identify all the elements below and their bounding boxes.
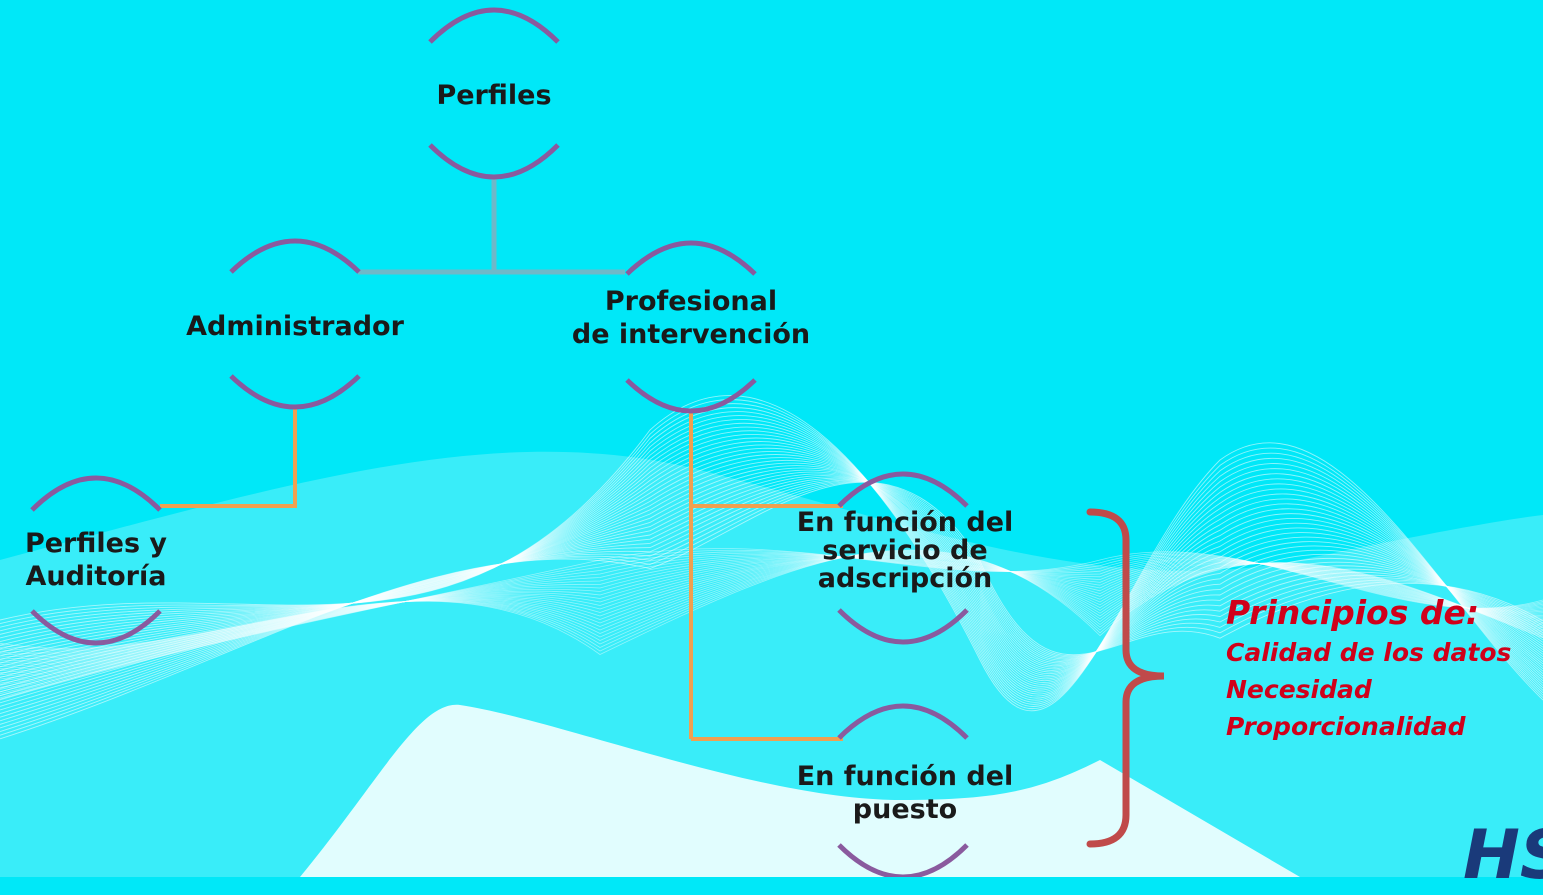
puesto-line2: puesto [852, 794, 958, 825]
principle-item: Calidad de los datos [1226, 638, 1512, 667]
perfiles-text: Perfiles [436, 80, 552, 111]
profesional-line1: Profesional [604, 286, 778, 317]
node-perfiles-arcs [428, 7, 560, 180]
hs-logo: HS [1463, 816, 1543, 895]
node-servicio-arcs [837, 471, 969, 645]
connector-admin-to-auditoria [160, 408, 297, 508]
hierarchy-diagram [30, 7, 1165, 877]
node-servicio-label: En función del servicio de adscripción [755, 509, 1055, 593]
principles-title: Principios de: [1226, 593, 1480, 632]
node-administrador-label: Administrador [145, 310, 445, 343]
servicio-line2: servicio de [822, 535, 988, 566]
servicio-line3: adscripción [817, 563, 993, 594]
principle-item: Necesidad [1226, 675, 1372, 704]
principle-item: Proporcionalidad [1226, 712, 1466, 741]
node-administrador-arcs [229, 238, 361, 410]
principles-block: Principios de: Calidad de los datos Nece… [1226, 592, 1511, 745]
node-profesional-arcs [625, 240, 757, 414]
connector-root-to-children [358, 175, 625, 275]
auditoria-line1: Perfiles y [24, 528, 168, 559]
servicio-line1: En función del [796, 507, 1014, 538]
curly-brace [1086, 508, 1165, 848]
auditoria-line2: Auditoría [25, 561, 167, 592]
wave-mesh-background [0, 395, 1543, 877]
node-perfiles-label: Perfiles [394, 79, 594, 112]
node-auditoria-label: Perfiles y Auditoría [0, 527, 192, 593]
connector-profesional-to-servicio [689, 412, 843, 741]
profesional-line2: de intervención [571, 319, 811, 350]
node-puesto-label: En función del puesto [755, 760, 1055, 826]
administrador-text: Administrador [186, 311, 404, 342]
node-auditoria-arcs [30, 475, 162, 646]
puesto-line1: En función del [796, 761, 1014, 792]
node-profesional-label: Profesional de intervención [541, 285, 841, 351]
